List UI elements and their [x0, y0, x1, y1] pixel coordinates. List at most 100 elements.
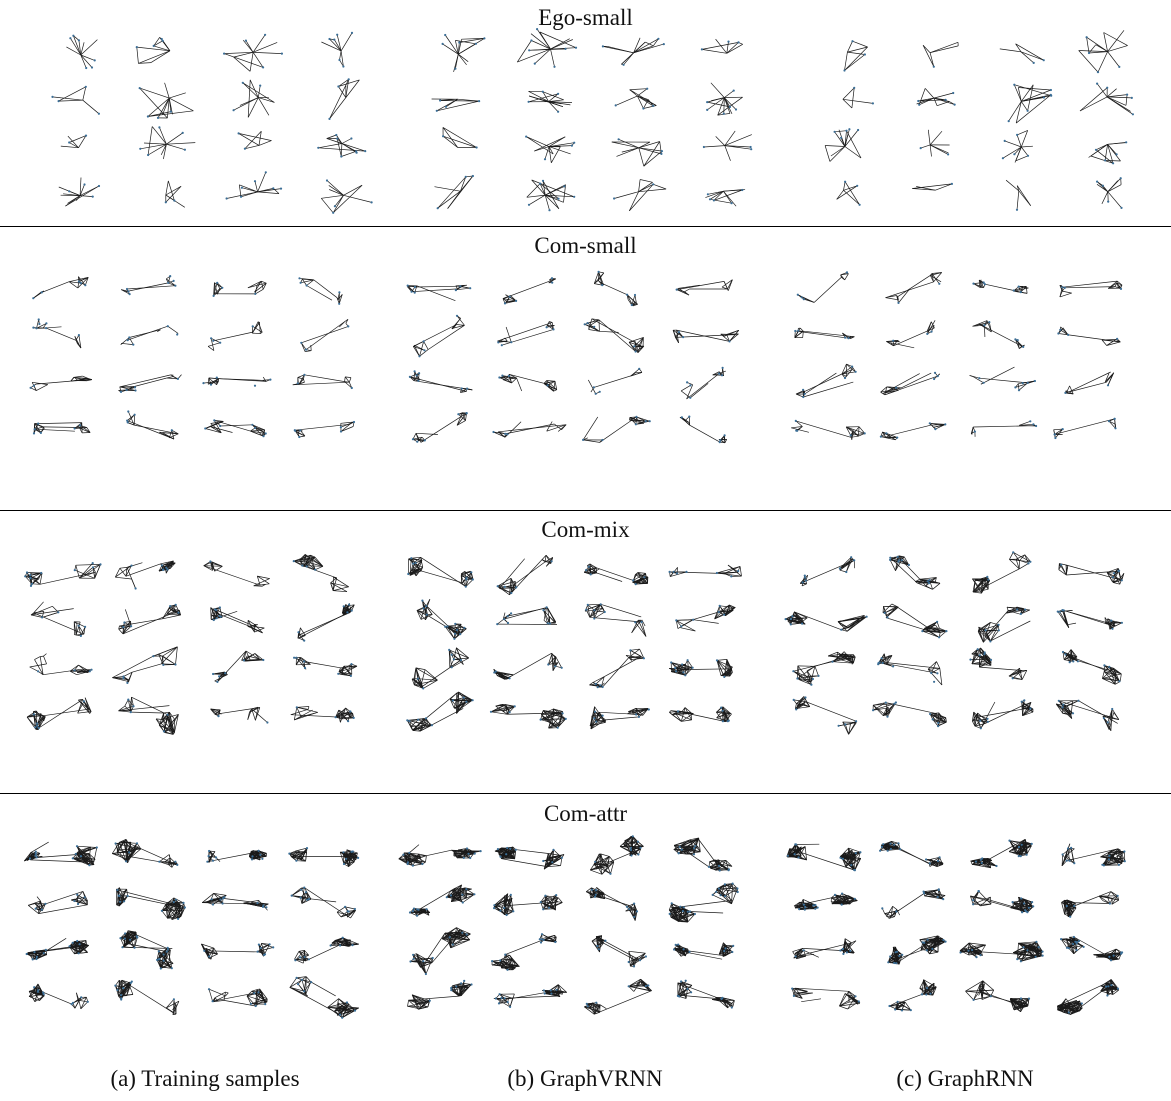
graph-thumbnail	[972, 320, 1025, 349]
graph-thumbnail	[705, 188, 746, 207]
graph-thumbnail	[1061, 649, 1122, 685]
graph-thumbnail	[676, 979, 735, 1009]
graph-thumbnail	[58, 177, 101, 207]
graph-thumbnail	[496, 606, 558, 626]
graph-thumbnail	[317, 133, 367, 158]
graph-thumbnail	[121, 275, 177, 296]
graph-thumbnail	[407, 556, 474, 588]
graph-thumbnail	[794, 327, 855, 340]
graph-thumbnail	[30, 601, 87, 638]
graph-thumbnail	[203, 560, 270, 587]
graph-thumbnail	[207, 988, 268, 1008]
graph-thumbnail	[673, 942, 735, 960]
graph-thumbnail	[1053, 417, 1117, 440]
graph-thumbnail	[24, 841, 98, 867]
section-title-com-mix: Com-mix	[541, 517, 630, 542]
graph-thumbnail	[800, 556, 856, 587]
graph-thumbnail	[1088, 141, 1128, 165]
graph-thumbnail	[51, 85, 100, 115]
graph-thumbnail	[1059, 280, 1123, 298]
graph-thumbnail	[613, 179, 667, 212]
graph-thumbnail	[886, 320, 936, 349]
graph-thumbnail	[791, 987, 861, 1010]
graph-thumbnail	[212, 650, 265, 684]
graph-thumbnail	[493, 893, 563, 917]
graph-thumbnail	[965, 980, 1031, 1012]
graph-thumbnail	[611, 138, 664, 167]
graph-thumbnail	[969, 647, 1028, 680]
graph-thumbnail	[66, 34, 98, 70]
graph-thumbnail	[1078, 30, 1128, 74]
graph-thumbnail	[496, 554, 554, 596]
graph-thumbnail	[970, 838, 1033, 869]
graph-thumbnail	[408, 884, 476, 917]
section-title-com-attr: Com-attr	[543, 801, 628, 826]
graph-thumbnail	[398, 844, 482, 867]
graph-thumbnail	[32, 422, 91, 435]
graph-thumbnail	[970, 890, 1035, 914]
graph-thumbnail	[28, 891, 88, 914]
graph-thumbnail	[593, 270, 638, 307]
graph-thumbnail	[406, 284, 472, 302]
graph-thumbnail	[1079, 82, 1134, 116]
graph-thumbnail	[959, 940, 1044, 963]
section-divider	[0, 793, 1171, 794]
graph-thumbnail	[792, 696, 858, 735]
graph-thumbnail	[442, 127, 478, 149]
graph-thumbnail	[491, 933, 557, 971]
graph-thumbnail	[679, 415, 728, 444]
graph-thumbnail	[293, 420, 356, 439]
graph-thumbnail	[497, 321, 555, 347]
graph-thumbnail	[290, 886, 356, 919]
graph-thumbnail	[969, 366, 1036, 392]
graph-thumbnail	[237, 130, 272, 150]
graph-thumbnail	[517, 28, 578, 68]
graph-thumbnail	[120, 325, 179, 346]
graph-thumbnail	[407, 979, 473, 1010]
graph-thumbnail	[793, 892, 858, 911]
graph-thumbnail	[583, 318, 645, 353]
graph-thumbnail	[1005, 179, 1031, 211]
column-caption-graphrnn: (c) GraphRNN	[896, 1066, 1034, 1091]
graph-thumbnail	[970, 420, 1038, 437]
graph-thumbnail	[885, 272, 942, 304]
graph-thumbnail	[288, 847, 360, 867]
graph-thumbnail	[112, 838, 179, 868]
graph-thumbnail	[126, 410, 179, 440]
graph-thumbnail	[493, 652, 563, 680]
graph-thumbnail	[792, 651, 856, 686]
graph-thumbnail	[1057, 326, 1121, 346]
graph-thumbnail	[972, 699, 1034, 730]
graph-thumbnail	[922, 41, 959, 68]
graph-thumbnail	[118, 696, 179, 735]
graph-thumbnail	[60, 134, 88, 149]
graph-thumbnail	[290, 706, 355, 723]
graph-thumbnail	[223, 33, 283, 72]
graph-thumbnail	[589, 706, 650, 730]
graph-thumbnail	[675, 279, 733, 296]
graph-thumbnail	[881, 888, 946, 919]
graph-thumbnail	[119, 930, 174, 970]
graph-thumbnail	[139, 126, 196, 160]
section-title-ego-small: Ego-small	[538, 5, 633, 30]
graph-thumbnail	[502, 277, 556, 305]
graph-thumbnail	[32, 318, 82, 349]
graph-thumbnail	[525, 135, 576, 163]
graph-thumbnail	[702, 130, 753, 161]
graph-thumbnail	[1060, 935, 1124, 962]
graph-thumbnail	[795, 363, 857, 399]
graph-thumbnail	[1061, 843, 1126, 867]
graph-thumbnail	[202, 376, 272, 387]
graph-thumbnail	[842, 86, 875, 109]
graph-thumbnail	[590, 835, 644, 875]
graph-thumbnail	[591, 935, 648, 968]
graph-thumbnail	[492, 421, 567, 438]
graph-thumbnail	[297, 603, 355, 642]
graph-thumbnail	[916, 88, 956, 107]
graph-thumbnail	[489, 703, 567, 729]
graph-thumbnail	[1056, 609, 1123, 630]
graph-thumbnail	[116, 887, 186, 921]
graph-thumbnail	[494, 846, 565, 870]
graph-thumbnail	[1096, 177, 1123, 209]
